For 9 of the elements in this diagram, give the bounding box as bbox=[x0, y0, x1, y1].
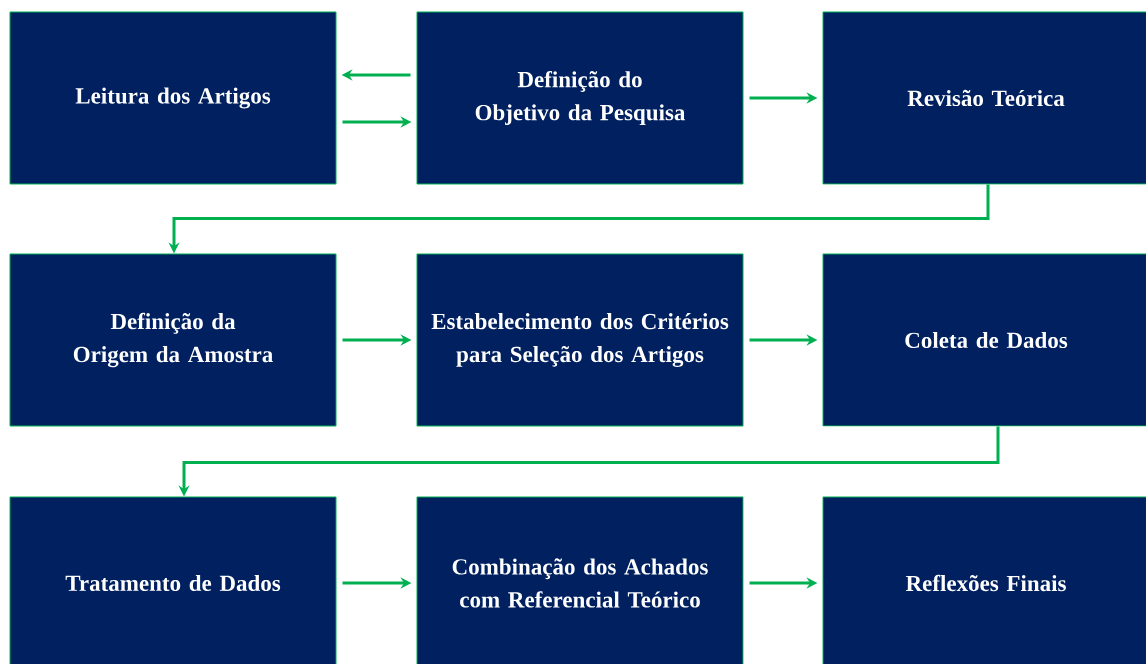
process-box: Combinação dos Achados com Referencial Teórico bbox=[416, 496, 744, 664]
process-box: Reflexões Finais bbox=[822, 496, 1146, 664]
process-box: Definição do Objetivo da Pesquisa bbox=[416, 11, 744, 185]
process-box: Definição da Origem da Amostra bbox=[9, 253, 337, 427]
process-box: Tratamento de Dados bbox=[9, 496, 337, 664]
process-box: Estabelecimento dos Critérios para Seleção dos Artigos bbox=[416, 253, 744, 427]
process-box: Coleta de Dados bbox=[822, 253, 1146, 427]
process-box: Leitura dos Artigos bbox=[9, 11, 337, 185]
process-box: Revisão Teórica bbox=[822, 11, 1146, 185]
